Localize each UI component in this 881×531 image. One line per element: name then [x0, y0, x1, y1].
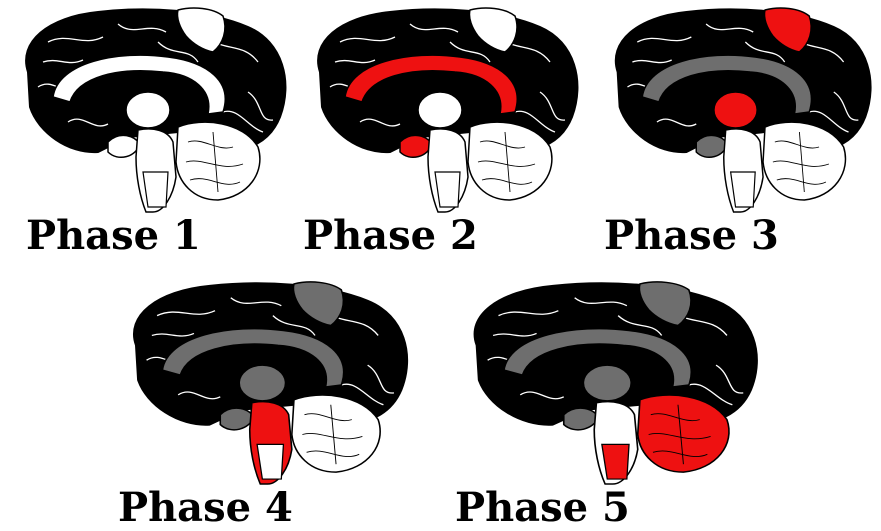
- medulla: [143, 172, 168, 207]
- medulla: [257, 444, 283, 479]
- phase-1-label: Phase 1: [26, 212, 201, 259]
- phase-5-label: Phase 5: [455, 484, 630, 531]
- brain-panel-phase-1: [8, 2, 293, 214]
- hypothalamus: [696, 135, 727, 157]
- hypothalamus: [564, 408, 599, 430]
- brain-panel-phase-4: [115, 276, 415, 486]
- hypothalamus: [400, 135, 432, 157]
- brain-panel-phase-5: [455, 276, 765, 486]
- brain-panel-phase-3: [598, 2, 878, 214]
- thalamus: [714, 92, 757, 128]
- medulla: [731, 172, 756, 207]
- thalamus: [583, 365, 631, 401]
- phase-3-label: Phase 3: [604, 212, 779, 259]
- medulla: [435, 172, 460, 207]
- phase-4-label: Phase 4: [118, 484, 293, 531]
- medulla: [602, 444, 629, 479]
- brain-panel-phase-2: [300, 2, 585, 214]
- thalamus: [126, 92, 170, 128]
- phase-2-label: Phase 2: [303, 212, 478, 259]
- hypothalamus: [108, 135, 140, 157]
- hypothalamus: [220, 408, 254, 430]
- thalamus: [418, 92, 462, 128]
- thalamus: [239, 365, 285, 401]
